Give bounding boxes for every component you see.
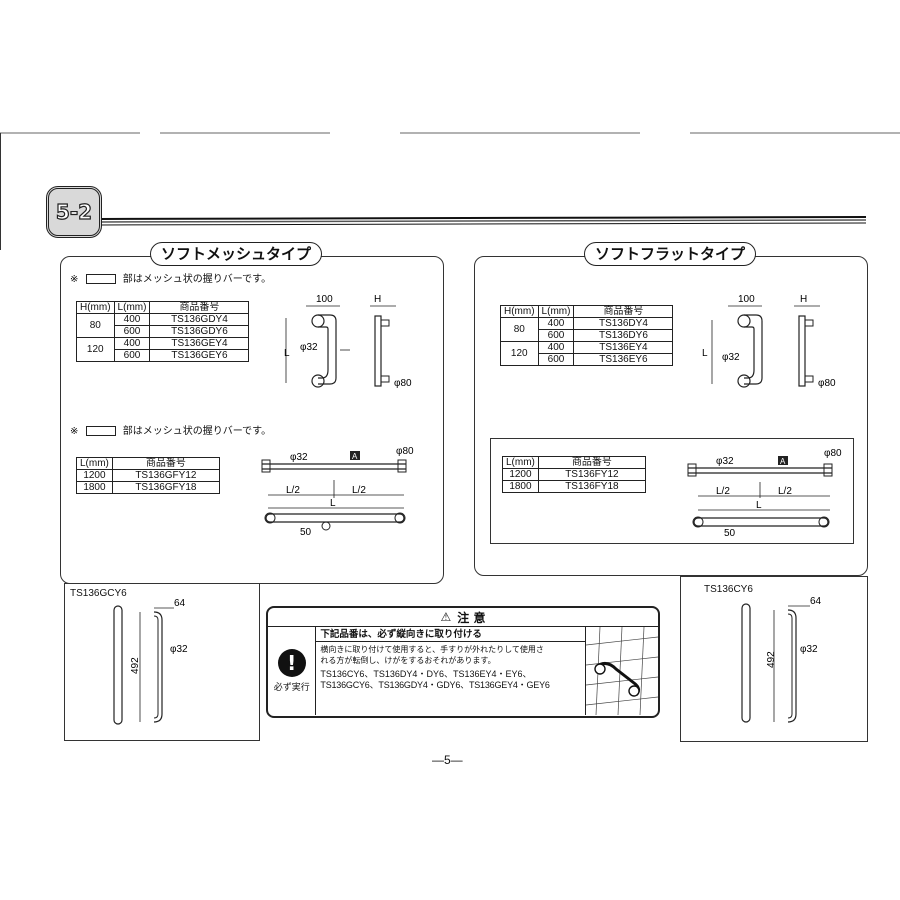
table-row: 1800 TS136FY18 bbox=[502, 480, 646, 493]
warning-icon: ⚠ bbox=[440, 610, 452, 624]
col-h: H(mm) bbox=[500, 305, 539, 318]
mark-a: A bbox=[780, 457, 786, 466]
dim-phi80: φ80 bbox=[818, 378, 836, 389]
col-l: L(mm) bbox=[113, 301, 151, 314]
right-grabbar-drawing: 100 H L φ32 φ80 bbox=[702, 294, 836, 389]
dim-phi32: φ32 bbox=[716, 456, 734, 467]
mark-a: A bbox=[352, 452, 358, 461]
note-text: 部はメッシュ状の握りバーです。 bbox=[122, 426, 272, 437]
section-badge-text: 5-2 bbox=[55, 199, 93, 224]
dim-half: L/2 bbox=[286, 485, 300, 496]
dim-l: L bbox=[330, 498, 336, 509]
mark-a-box bbox=[350, 451, 360, 460]
left-longbar-drawing: φ32 A φ80 L/2 L/2 L 50 bbox=[261, 446, 414, 538]
dim-phi32: φ32 bbox=[300, 342, 318, 353]
col-l: L(mm) bbox=[502, 456, 539, 469]
dim-phi32: φ32 bbox=[170, 644, 188, 655]
caution-illustration bbox=[585, 626, 658, 716]
table-row: 1200 TS136FY12 bbox=[502, 468, 646, 481]
left-note-2: ※ 部はメッシュ状の握りバーです。 bbox=[70, 426, 271, 438]
left-panel-title: ソフトメッシュタイプ bbox=[150, 242, 323, 266]
dim-50: 50 bbox=[300, 527, 312, 538]
mark-a-box bbox=[778, 456, 788, 465]
right-longbar-drawing: φ32 A φ80 L/2 L/2 L 50 bbox=[687, 448, 842, 539]
caution-icon-cell: ! 必ず実行 bbox=[268, 627, 317, 715]
dim-half: L/2 bbox=[778, 486, 792, 497]
table-row: 120 400 TS136GEY4 bbox=[76, 337, 250, 362]
table-row: 120 400 TS136EY4 bbox=[500, 341, 674, 366]
table-row: 80 400 TS136DY4 bbox=[500, 317, 674, 342]
left-note-1: ※ 部はメッシュ状の握りバーです。 bbox=[70, 274, 271, 286]
right-panel-title: ソフトフラットタイプ bbox=[584, 242, 757, 266]
dim-h: H bbox=[374, 294, 381, 305]
caution-body-1: 横向きに取り付けて使用すると、手すりが外れたりして使用さ bbox=[320, 645, 544, 654]
dim-phi32: φ32 bbox=[290, 452, 308, 463]
right-inner-divider bbox=[490, 438, 854, 544]
mandatory-label: 必ず実行 bbox=[273, 683, 310, 693]
caution-codes-2: TS136GCY6、TS136GDY4・GDY6、TS136GEY4・GEY6 bbox=[320, 680, 550, 690]
caution-codes-1: TS136CY6、TS136DY4・DY6、TS136EY4・EY6、 bbox=[320, 669, 532, 679]
note-text: 部はメッシュ状の握りバーです。 bbox=[122, 274, 272, 285]
table-row: 600 TS136EY6 bbox=[501, 353, 674, 366]
dim-100: 100 bbox=[316, 294, 333, 305]
caution-body-2: れる方が転倒し、けがをするおそれがあります。 bbox=[320, 656, 496, 665]
dim-phi32: φ32 bbox=[722, 352, 740, 363]
left-table-2: L(mm) 商品番号 1200 TS136GFY12 1800 TS136GFY… bbox=[76, 457, 220, 494]
dim-half: L/2 bbox=[352, 485, 366, 496]
col-code: 商品番号 bbox=[537, 456, 646, 469]
dim-phi80: φ80 bbox=[396, 446, 414, 457]
left-grabbar-drawing: 100 H L φ32 φ80 bbox=[284, 294, 412, 389]
dim-phi80: φ80 bbox=[824, 448, 842, 459]
left-table-1: H(mm) L(mm) 商品番号 80 400 TS136GDY4 600 TS… bbox=[76, 301, 250, 362]
dim-64: 64 bbox=[174, 598, 186, 609]
dim-l: L bbox=[756, 500, 762, 511]
left-vertical-bar-drawing: 492 64 φ32 bbox=[113, 598, 188, 725]
mandatory-icon: ! bbox=[277, 649, 306, 677]
dim-half: L/2 bbox=[716, 486, 730, 497]
col-code: 商品番号 bbox=[573, 305, 674, 318]
dim-phi32: φ32 bbox=[800, 644, 818, 655]
caution-heading: 下記品番は、必ず縦向きに取り付ける bbox=[316, 629, 585, 642]
caution-box: ⚠ 注 意 ! 必ず実行 下記品番は、必ず縦向きに取り付ける 横向きに取り付けて… bbox=[266, 606, 660, 718]
dim-l: L bbox=[702, 348, 708, 359]
caution-title: 注 意 bbox=[457, 610, 486, 625]
caution-header: ⚠ 注 意 bbox=[268, 608, 658, 627]
table-row: 1200 TS136GFY12 bbox=[76, 469, 220, 482]
dim-h: H bbox=[800, 294, 807, 305]
table-row: 600 TS136GDY6 bbox=[77, 325, 250, 338]
dim-100: 100 bbox=[738, 294, 755, 305]
section-badge: 5-2 bbox=[46, 186, 102, 238]
note-mark: ※ bbox=[70, 274, 79, 285]
dim-64: 64 bbox=[810, 596, 822, 607]
mesh-swatch bbox=[85, 426, 116, 436]
right-bottom-label: TS136CY6 bbox=[704, 584, 753, 595]
dim-492: 492 bbox=[130, 657, 141, 674]
table-row: 80 400 TS136GDY4 bbox=[76, 313, 250, 338]
right-table-1: H(mm) L(mm) 商品番号 80 400 TS136DY4 600 TS1… bbox=[500, 305, 674, 366]
page-number: —5— bbox=[432, 753, 463, 767]
dim-50: 50 bbox=[724, 528, 736, 539]
dim-l: L bbox=[284, 348, 290, 359]
right-vertical-bar-drawing: 492 64 φ32 bbox=[741, 596, 822, 723]
col-l: L(mm) bbox=[537, 305, 575, 318]
table-row: 1800 TS136GFY18 bbox=[76, 481, 220, 494]
dim-phi80: φ80 bbox=[394, 378, 412, 389]
caution-body: ! 必ず実行 下記品番は、必ず縦向きに取り付ける 横向きに取り付けて使用すると、… bbox=[268, 626, 658, 716]
col-l: L(mm) bbox=[76, 457, 113, 470]
left-bottom-label: TS136GCY6 bbox=[70, 588, 127, 599]
dim-492: 492 bbox=[766, 651, 777, 668]
col-code: 商品番号 bbox=[111, 457, 220, 470]
caution-text-cell: 下記品番は、必ず縦向きに取り付ける 横向きに取り付けて使用すると、手すりが外れた… bbox=[316, 627, 585, 715]
col-h: H(mm) bbox=[76, 301, 115, 314]
col-code: 商品番号 bbox=[149, 301, 250, 314]
right-table-2: L(mm) 商品番号 1200 TS136FY12 1800 TS136FY18 bbox=[502, 456, 646, 493]
table-row: 600 TS136GEY6 bbox=[77, 349, 250, 362]
note-mark: ※ bbox=[70, 426, 79, 437]
table-row: 600 TS136DY6 bbox=[501, 329, 674, 342]
mesh-swatch bbox=[85, 274, 116, 284]
horizontal-mount-illustration bbox=[585, 626, 658, 716]
